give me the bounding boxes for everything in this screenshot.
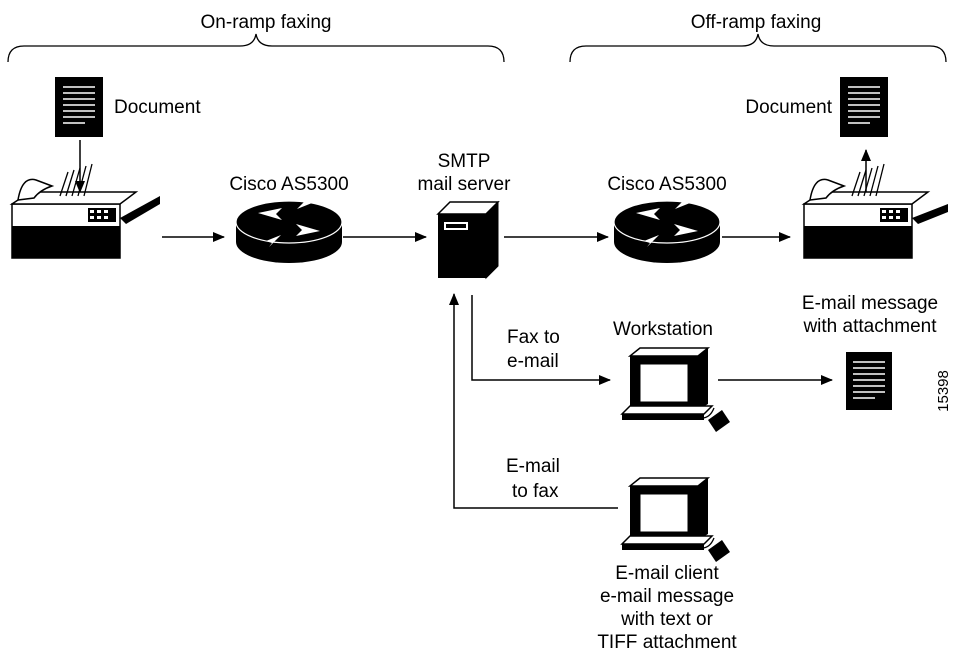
server-label-2: mail server bbox=[418, 174, 512, 195]
arrow-server-to-workstation bbox=[471, 295, 611, 385]
client-label-3: with text or bbox=[620, 609, 714, 630]
email-to-fax-label-2: to fax bbox=[512, 481, 559, 502]
client-label-1: E-mail client bbox=[615, 563, 719, 584]
workstation-icon bbox=[620, 347, 730, 432]
doc-left-label: Document bbox=[114, 97, 201, 118]
server-label-1: SMTP bbox=[438, 151, 491, 172]
router-icon bbox=[235, 197, 343, 263]
router-left-label: Cisco AS5300 bbox=[229, 174, 348, 195]
onramp-label: On-ramp faxing bbox=[201, 12, 332, 33]
email-to-fax-label-1: E-mail bbox=[506, 456, 560, 477]
onramp-brace bbox=[7, 33, 505, 63]
arrow-client-to-server bbox=[449, 293, 618, 509]
document-icon bbox=[840, 77, 888, 137]
document-icon bbox=[55, 77, 103, 137]
fax-to-email-label-1: Fax to bbox=[507, 327, 560, 348]
client-label-2: e-mail message bbox=[600, 586, 734, 607]
workstation-icon bbox=[620, 477, 730, 562]
doc-right-label: Document bbox=[745, 97, 832, 118]
email-message-label-2: with attachment bbox=[802, 316, 937, 337]
figure-id: 15398 bbox=[935, 370, 952, 412]
router-right-label: Cisco AS5300 bbox=[607, 174, 726, 195]
offramp-label: Off-ramp faxing bbox=[691, 12, 822, 33]
email-message-label-1: E-mail message bbox=[802, 293, 938, 314]
fax-machine-icon bbox=[801, 163, 948, 259]
document-icon bbox=[846, 352, 892, 410]
router-icon bbox=[613, 197, 721, 263]
fax-machine-icon bbox=[9, 163, 160, 259]
fax-to-email-label-2: e-mail bbox=[507, 351, 559, 372]
workstation-label: Workstation bbox=[613, 319, 713, 340]
client-label-4: TIFF attachment bbox=[597, 632, 737, 653]
offramp-brace bbox=[569, 33, 947, 63]
server-icon bbox=[436, 200, 500, 280]
